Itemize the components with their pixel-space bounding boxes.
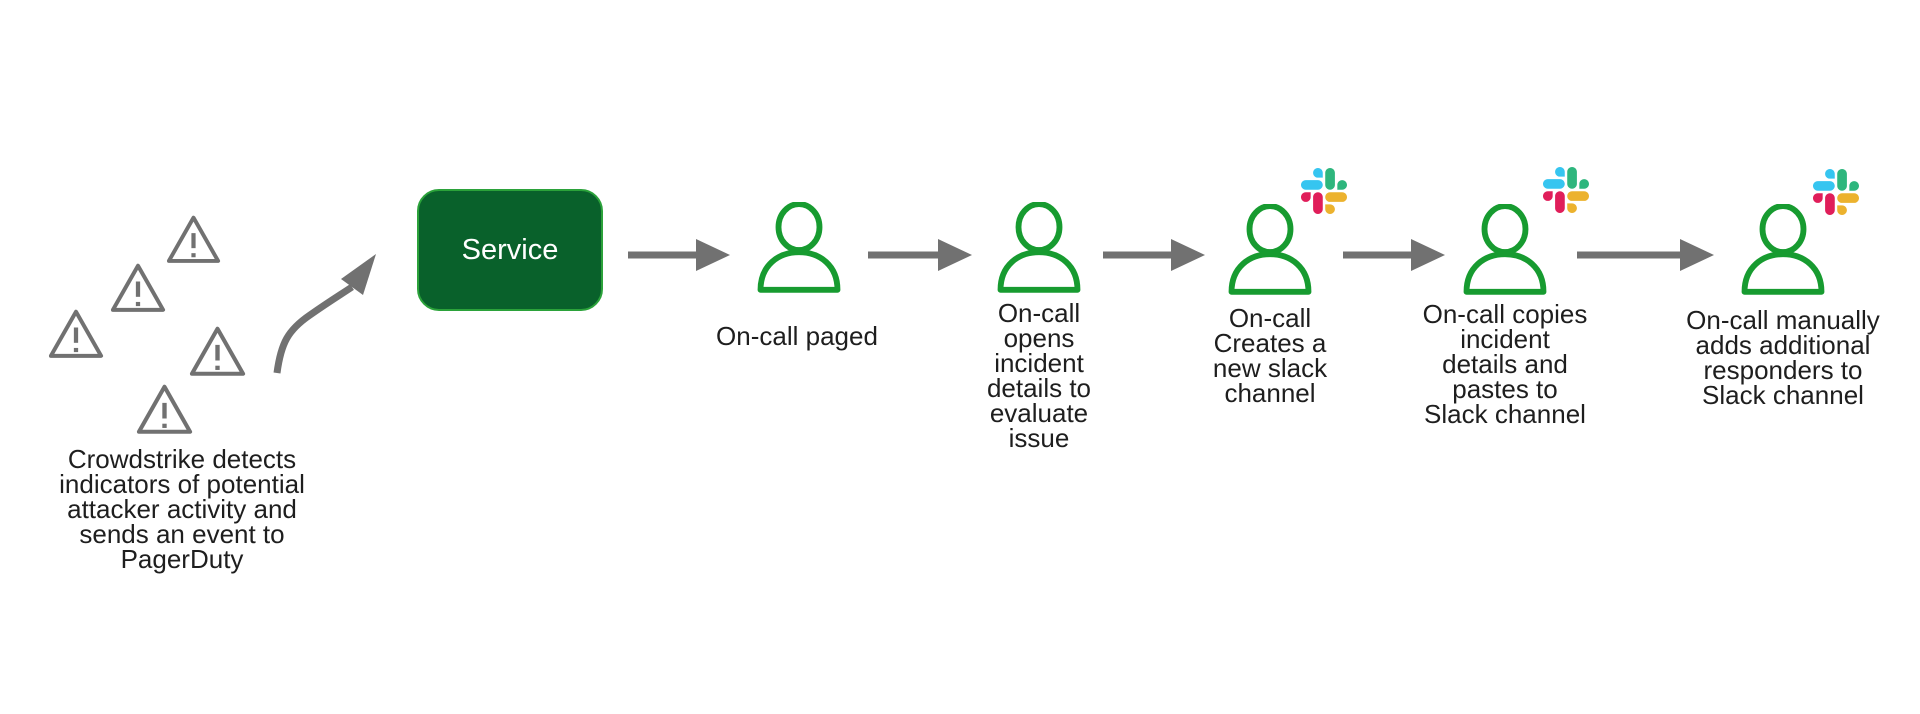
- step-caption: On-call manually adds additional respond…: [1686, 305, 1880, 410]
- warning-triangle-icon: [110, 262, 166, 314]
- curved-arrow-icon: [273, 254, 376, 374]
- person-icon: [1463, 204, 1547, 296]
- flow-arrow-icon: [1103, 239, 1205, 271]
- warning-triangle-icon: [136, 383, 193, 436]
- person-icon: [757, 202, 841, 294]
- step-caption: On-call opens incident details to evalua…: [986, 298, 1092, 453]
- slack-logo-icon: [1543, 167, 1589, 213]
- slack-logo-icon: [1301, 168, 1347, 214]
- warning-triangle-icon: [166, 214, 221, 265]
- flow-arrow-icon: [1343, 239, 1445, 271]
- person-icon: [997, 202, 1081, 294]
- flow-arrow-icon: [868, 239, 972, 271]
- warning-triangle-icon: [189, 325, 246, 378]
- step-caption: On-call Creates a new slack channel: [1212, 303, 1328, 408]
- flow-arrow-icon: [628, 239, 730, 271]
- crowdstrike-caption: Crowdstrike detects indicators of potent…: [59, 444, 305, 574]
- service-node: Service: [417, 189, 603, 311]
- warning-triangle-icon: [48, 308, 104, 360]
- flow-arrow-icon: [1577, 239, 1714, 271]
- step-caption: On-call paged: [716, 321, 878, 351]
- step-caption: On-call copies incident details and past…: [1422, 299, 1588, 429]
- service-label: Service: [461, 233, 559, 266]
- slack-logo-icon: [1813, 169, 1859, 215]
- person-icon: [1228, 204, 1312, 296]
- person-icon: [1741, 204, 1825, 296]
